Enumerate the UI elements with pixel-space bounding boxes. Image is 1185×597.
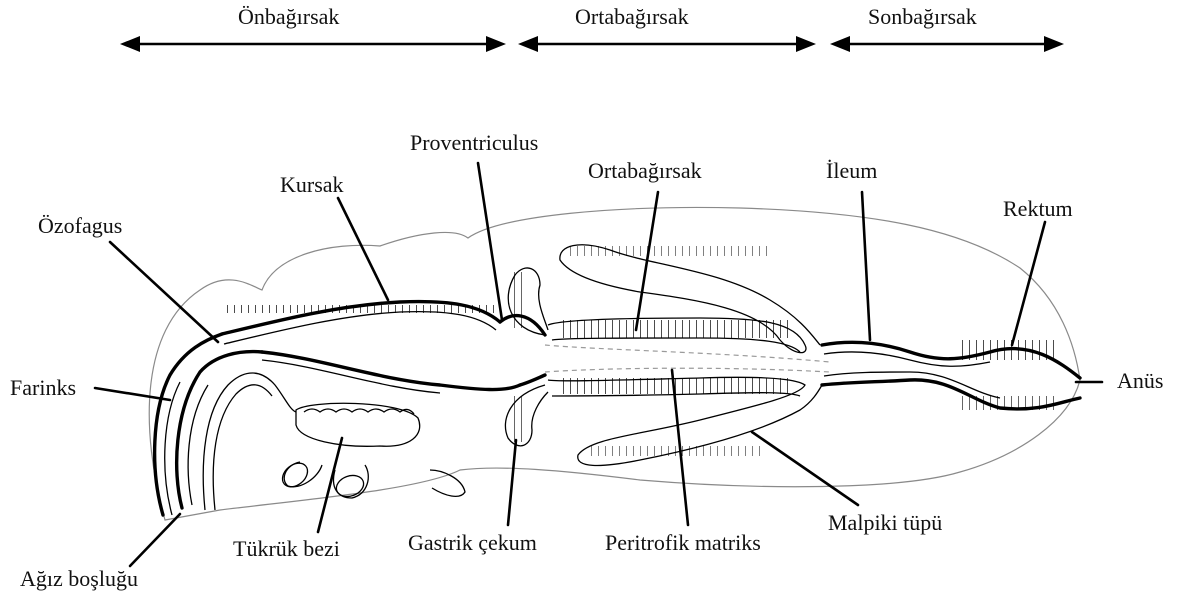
hindgut-arrow — [830, 36, 1064, 52]
ileum-label: İleum — [826, 158, 877, 183]
rectum-lower-hatching — [960, 396, 1060, 410]
midgut-pointer — [636, 192, 658, 330]
gastric-caecum-upper-hatching — [514, 272, 528, 328]
foregut-arrow — [120, 36, 506, 52]
esophagus-label: Özofagus — [38, 213, 122, 238]
mouth-cavity-pointer — [130, 514, 180, 566]
midgut-label: Ortabağırsak — [588, 158, 702, 183]
crop-label: Kursak — [280, 172, 344, 197]
proventriculus-pointer — [478, 163, 502, 320]
salivary-duct-inner — [213, 385, 272, 510]
proventriculus-label: Proventriculus — [410, 130, 538, 155]
crop-lower-inner — [262, 360, 440, 393]
midgut-upper-hatching — [562, 320, 792, 338]
anus-label: Anüs — [1117, 368, 1163, 393]
salivary-duct — [203, 373, 296, 510]
pharynx-pointer — [95, 388, 170, 400]
peritrophic-matrix-lower — [545, 368, 830, 372]
region-foregut-label: Önbağırsak — [238, 4, 339, 29]
mouth-cavity-label: Ağız boşluğu — [20, 566, 138, 591]
crop-lower-wall — [262, 352, 520, 390]
proventriculus-lower — [520, 375, 545, 385]
crop-upper-inner — [224, 312, 496, 344]
gastric-caecum-pointer — [508, 440, 516, 525]
rectum-upper-hatching — [960, 340, 1060, 360]
malpighian-tubule-label: Malpiki tüpü — [828, 510, 942, 535]
malpighian-tubule-pointer — [752, 432, 858, 505]
salivary-gland-pointer — [318, 438, 342, 532]
salivary-gland-label: Tükrük bezi — [233, 536, 340, 561]
region-hindgut-label: Sonbağırsak — [868, 4, 977, 29]
crop-upper-hatching — [225, 305, 495, 313]
midgut-lower-hatching — [562, 378, 792, 394]
pharynx-label: Farinks — [10, 375, 76, 400]
peritrophic-matrix-label: Peritrofik matriks — [605, 530, 761, 555]
rectum-pointer — [1012, 222, 1045, 345]
midgut-upper-inner — [552, 338, 800, 352]
malpighian-hatching — [590, 446, 760, 456]
ileum-lower-inner — [824, 372, 1000, 398]
region-midgut-label: Ortabağırsak — [575, 4, 689, 29]
crop-pointer — [338, 198, 388, 300]
esophagus-pointer — [110, 242, 218, 342]
salivary-gland-lobes — [304, 409, 414, 414]
gastric-caecum-lower-hatching — [510, 396, 524, 442]
rectum-label: Rektum — [1003, 196, 1073, 221]
midgut-arrow — [518, 36, 816, 52]
salivary-reservoirs — [278, 458, 465, 500]
gastric-caecum-label: Gastrik çekum — [408, 530, 537, 555]
ileum-pointer — [862, 192, 870, 340]
midgut-coil-hatching — [570, 246, 770, 256]
